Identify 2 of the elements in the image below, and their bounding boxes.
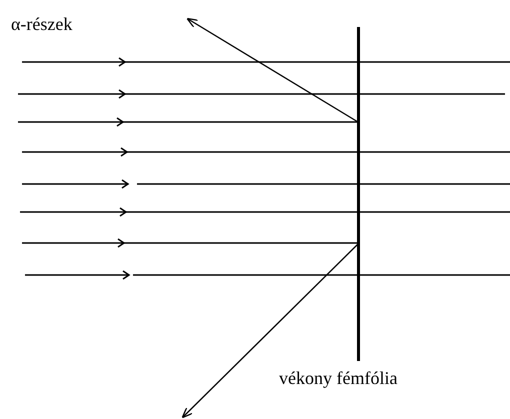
text-label: α-részek (11, 15, 72, 33)
text-label: vékony fémfólia (279, 369, 398, 387)
